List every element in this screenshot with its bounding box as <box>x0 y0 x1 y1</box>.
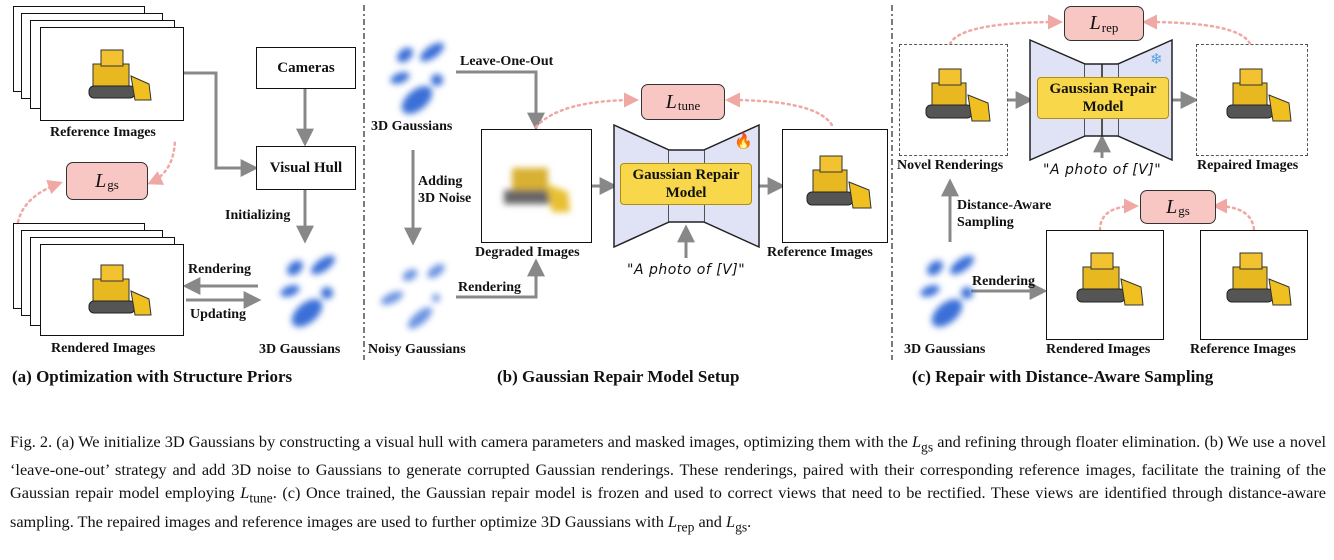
rendered-image-c <box>1046 230 1164 340</box>
loss-subscript: gs <box>107 177 119 192</box>
label-3d-gaussians-a: 3D Gaussians <box>259 342 341 357</box>
prompt-b: "A photo of [V]" <box>627 262 746 278</box>
caption-part-1: Fig. 2. (a) We initialize 3D Gaussians b… <box>10 432 912 451</box>
caption-loss-symbol: L <box>911 432 922 451</box>
model-label-line2: Model <box>1082 99 1124 115</box>
caption-part-3: . (c) Once trained, the Gaussian repair … <box>10 483 1327 531</box>
arrow-leave-one-out <box>456 70 545 131</box>
rend-image-front <box>40 244 184 336</box>
bulldozer-image <box>1076 252 1144 306</box>
caption-loss-symbol: L <box>667 511 678 531</box>
caption-loss-sub: gs <box>921 439 934 455</box>
reference-image-c <box>1200 230 1308 340</box>
label-updating-a: Updating <box>190 307 247 322</box>
arrow-rendering-b <box>456 258 545 299</box>
loss-subscript: gs <box>1178 203 1190 218</box>
reference-image-b <box>782 129 888 243</box>
loss-symbol: L <box>665 90 677 113</box>
loss-symbol: L <box>1089 12 1101 34</box>
gaussian-repair-model-b: Gaussian Repair Model <box>620 163 752 205</box>
model-label-line2: Model <box>665 185 707 201</box>
fire-icon: 🔥 <box>734 134 753 150</box>
label-reference-images-c: Reference Images <box>1190 342 1296 357</box>
gaussians-blob-a <box>280 255 335 327</box>
panel-a-title: (a) Optimization with Structure Priors <box>12 367 293 386</box>
loss-symbol: L <box>1166 195 1178 218</box>
label-noisy-gaussians: Noisy Gaussians <box>368 342 466 357</box>
panel-b-title: (b) Gaussian Repair Model Setup <box>497 367 740 386</box>
caption-part-4: and <box>694 511 727 531</box>
dotted-arrow-lrep-to-repaired <box>1142 14 1252 46</box>
caption-part-2: and refining through floater elimination… <box>10 432 1326 503</box>
label-repaired-images: Repaired Images <box>1197 158 1299 173</box>
bulldozer-image <box>925 68 991 122</box>
repaired-image <box>1196 44 1308 156</box>
degraded-image <box>481 129 592 243</box>
caption-loss-sub: gs <box>735 518 748 534</box>
blurry-bulldozer-image <box>504 168 570 212</box>
dotted-arrow-rendered-to-loss <box>16 180 63 224</box>
dotted-arrow-rendered-to-lgs <box>1098 198 1139 232</box>
model-label-line1: Gaussian Repair <box>632 167 740 183</box>
label-leave-one-out: Leave-One-Out <box>460 54 554 69</box>
bulldozer-image <box>1226 68 1292 122</box>
bulldozer-image <box>88 49 152 101</box>
label-adding: Adding <box>418 174 463 189</box>
arrow-ref-to-hull <box>182 71 259 177</box>
novel-rendering-image <box>899 44 1008 156</box>
loss-subscript: rep <box>1101 19 1119 35</box>
label-reference-images-a: Reference Images <box>50 125 156 140</box>
dotted-arrow-degraded-to-loss <box>534 92 639 129</box>
dotted-arrow-lgs-to-ref <box>1212 198 1256 232</box>
dotted-arrow-novel-to-lrep <box>948 14 1063 46</box>
label-initializing: Initializing <box>225 208 291 223</box>
bulldozer-image <box>1226 252 1292 306</box>
dotted-arrow-loss-to-ref <box>147 138 177 185</box>
caption-loss-symbol: L <box>726 511 736 531</box>
figure-caption: Fig. 2. (a) We initialize 3D Gaussians b… <box>10 430 1326 538</box>
panel-c-title: (c) Repair with Distance-Aware Sampling <box>912 367 1214 386</box>
snowflake-icon: ❄ <box>1150 52 1163 68</box>
cameras-box: Cameras <box>256 47 356 89</box>
caption-loss-sub: tune <box>249 490 273 506</box>
prompt-c: "A photo of [V]" <box>1043 162 1162 178</box>
gaussians-blob-b-noisy <box>380 263 445 329</box>
label-3d-noise: 3D Noise <box>418 191 472 206</box>
bulldozer-image <box>806 155 872 209</box>
label-distance-aware: Distance-Aware <box>957 198 1052 213</box>
label-rendering-a: Rendering <box>188 262 251 277</box>
label-novel-renderings: Novel Renderings <box>897 158 1004 173</box>
ref-image-front <box>40 27 184 121</box>
visual-hull-box: Visual Hull <box>256 146 356 190</box>
caption-loss-sub: rep <box>677 518 695 534</box>
bulldozer-image <box>88 264 152 316</box>
label-sampling: Sampling <box>957 215 1014 230</box>
loss-subscript: tune <box>677 98 701 113</box>
caption-part-5: . <box>747 511 752 531</box>
gaussian-repair-model-c: Gaussian Repair Model <box>1037 77 1169 119</box>
label-rendering-c: Rendering <box>972 274 1035 289</box>
label-3d-gaussians-c: 3D Gaussians <box>904 342 986 357</box>
loss-symbol: L <box>95 169 107 192</box>
label-reference-images-b: Reference Images <box>767 245 873 260</box>
label-degraded-images: Degraded Images <box>475 245 580 260</box>
label-rendered-images-c: Rendered Images <box>1046 342 1151 357</box>
caption-loss-symbol: L <box>240 483 250 503</box>
label-rendered-images-a: Rendered Images <box>51 341 156 356</box>
dotted-arrow-loss-to-ref-b <box>725 92 835 129</box>
label-3d-gaussians-b: 3D Gaussians <box>371 119 453 134</box>
label-rendering-b: Rendering <box>458 280 521 295</box>
model-label-line1: Gaussian Repair <box>1049 81 1157 97</box>
gaussians-blob-c <box>920 255 974 327</box>
gaussians-blob-b-top <box>390 42 444 114</box>
